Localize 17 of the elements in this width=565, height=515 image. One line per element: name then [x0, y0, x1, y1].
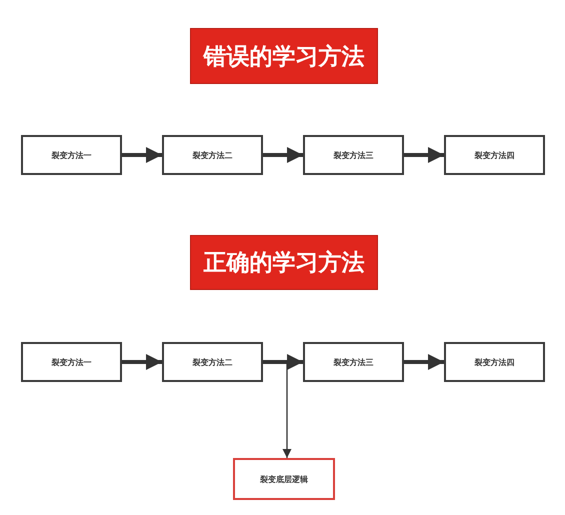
process-box: 裂变底层逻辑	[233, 458, 335, 500]
process-box: 裂变方法二	[162, 342, 263, 382]
title-banner: 错误的学习方法	[190, 28, 378, 84]
arrow	[263, 354, 303, 370]
arrow	[122, 147, 162, 163]
arrow	[263, 147, 303, 163]
process-box: 裂变方法三	[303, 342, 404, 382]
process-box: 裂变方法二	[162, 135, 263, 175]
process-box: 裂变方法一	[21, 135, 122, 175]
process-box: 裂变方法三	[303, 135, 404, 175]
process-box: 裂变方法四	[444, 342, 545, 382]
process-box: 裂变方法一	[21, 342, 122, 382]
arrow	[404, 147, 444, 163]
arrow	[122, 354, 162, 370]
process-box: 裂变方法四	[444, 135, 545, 175]
title-banner: 正确的学习方法	[190, 235, 378, 290]
arrow	[404, 354, 444, 370]
